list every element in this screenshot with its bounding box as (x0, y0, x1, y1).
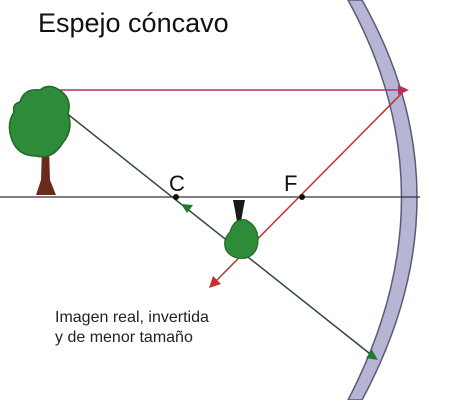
image-tree-trunk (233, 200, 245, 222)
caption-line-2: y de menor tamaño (55, 328, 209, 348)
image-description: Imagen real, invertida y de menor tamaño (55, 308, 209, 348)
concave-mirror (348, 0, 417, 400)
inverted-tree-icon (225, 200, 258, 258)
image-tree-foliage (225, 220, 258, 259)
focus-label: F (284, 171, 297, 196)
tree-icon (9, 86, 70, 195)
tree-foliage (9, 86, 70, 156)
focus-point (299, 194, 305, 200)
incident-ray-arrowhead (398, 85, 409, 95)
caption-line-1: Imagen real, invertida (55, 308, 209, 328)
center-label: C (169, 171, 185, 196)
diagram-title: Espejo cóncavo (38, 8, 229, 39)
